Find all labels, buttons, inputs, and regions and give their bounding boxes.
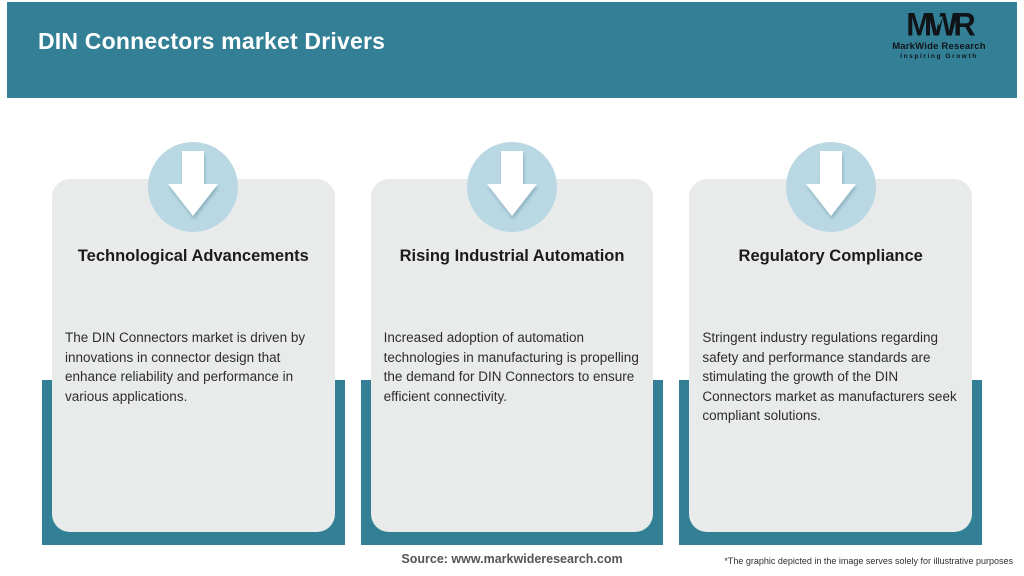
driver-column-1: Technological Advancements The DIN Conne… bbox=[42, 142, 345, 545]
markwide-research-logo: MWR MarkWide Research Inspiring Growth bbox=[879, 8, 999, 60]
arrow-down-icon bbox=[785, 142, 876, 232]
driver-column-3: Regulatory Compliance Stringent industry… bbox=[679, 142, 983, 545]
driver-title: Technological Advancements bbox=[77, 247, 309, 265]
drivers-row: Technological Advancements The DIN Conne… bbox=[42, 142, 983, 545]
driver-description: Stringent industry regulations regarding… bbox=[702, 330, 957, 423]
driver-card bbox=[689, 179, 973, 532]
header-band: DIN Connectors market Drivers MWR MarkWi… bbox=[7, 2, 1017, 98]
logo-company-name: MarkWide Research bbox=[892, 41, 986, 52]
driver-card bbox=[370, 179, 654, 532]
driver-title: Regulatory Compliance bbox=[738, 247, 923, 265]
page-title: DIN Connectors market Drivers bbox=[38, 28, 386, 54]
driver-description: Increased adoption of automation technol… bbox=[383, 330, 639, 404]
logo-tagline: Inspiring Growth bbox=[900, 53, 978, 60]
driver-column-2: Rising Industrial Automation Increased a… bbox=[360, 142, 664, 545]
driver-title: Rising Industrial Automation bbox=[399, 247, 625, 265]
driver-card bbox=[52, 179, 335, 532]
arrow-down-icon bbox=[148, 142, 239, 232]
logo-acronym: MWR bbox=[906, 8, 976, 41]
logo-triangle-icon bbox=[934, 16, 943, 27]
driver-description: The DIN Connectors market is driven by i… bbox=[65, 330, 306, 404]
source-text: Source: www.markwideresearch.com bbox=[401, 552, 623, 566]
disclaimer-text: *The graphic depicted in the image serve… bbox=[724, 556, 1013, 566]
arrow-down-icon bbox=[467, 142, 557, 232]
